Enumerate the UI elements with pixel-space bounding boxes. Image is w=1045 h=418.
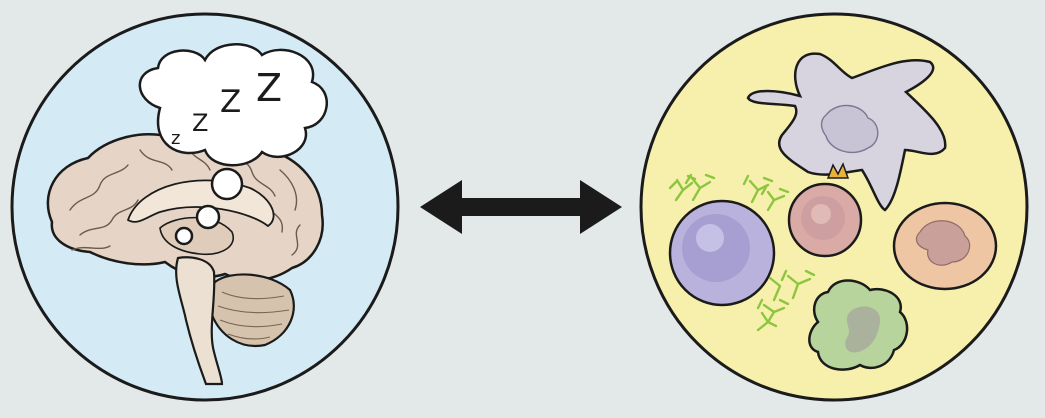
macrophage-icon (808, 279, 909, 371)
sleep-letter-2: Z (192, 109, 208, 137)
sleep-letter-3: Z (220, 84, 241, 120)
b-cell-icon (668, 199, 776, 307)
immune-panel (639, 12, 1029, 402)
dendritic-cell-icon (746, 52, 947, 212)
sleep-letter-4: Z (256, 66, 282, 110)
antibody-icon (780, 269, 816, 300)
antibody-icon (756, 298, 790, 324)
brain-panel: z Z Z Z (10, 12, 400, 402)
antibody-icon (742, 174, 774, 204)
antibody-icons (668, 173, 816, 332)
sleep-letters: z Z Z Z (171, 66, 282, 149)
thought-bubble (138, 43, 328, 246)
bidirectional-arrow-icon (420, 180, 622, 234)
antibody-icon (684, 173, 716, 202)
t-cell-icon (787, 182, 863, 258)
antibody-icon (760, 185, 790, 212)
antibody-icon (768, 276, 782, 302)
antibody-icon (756, 311, 778, 332)
neutrophil-icon (892, 201, 998, 291)
sleep-letter-1: z (171, 128, 180, 149)
brainstem (175, 256, 224, 386)
